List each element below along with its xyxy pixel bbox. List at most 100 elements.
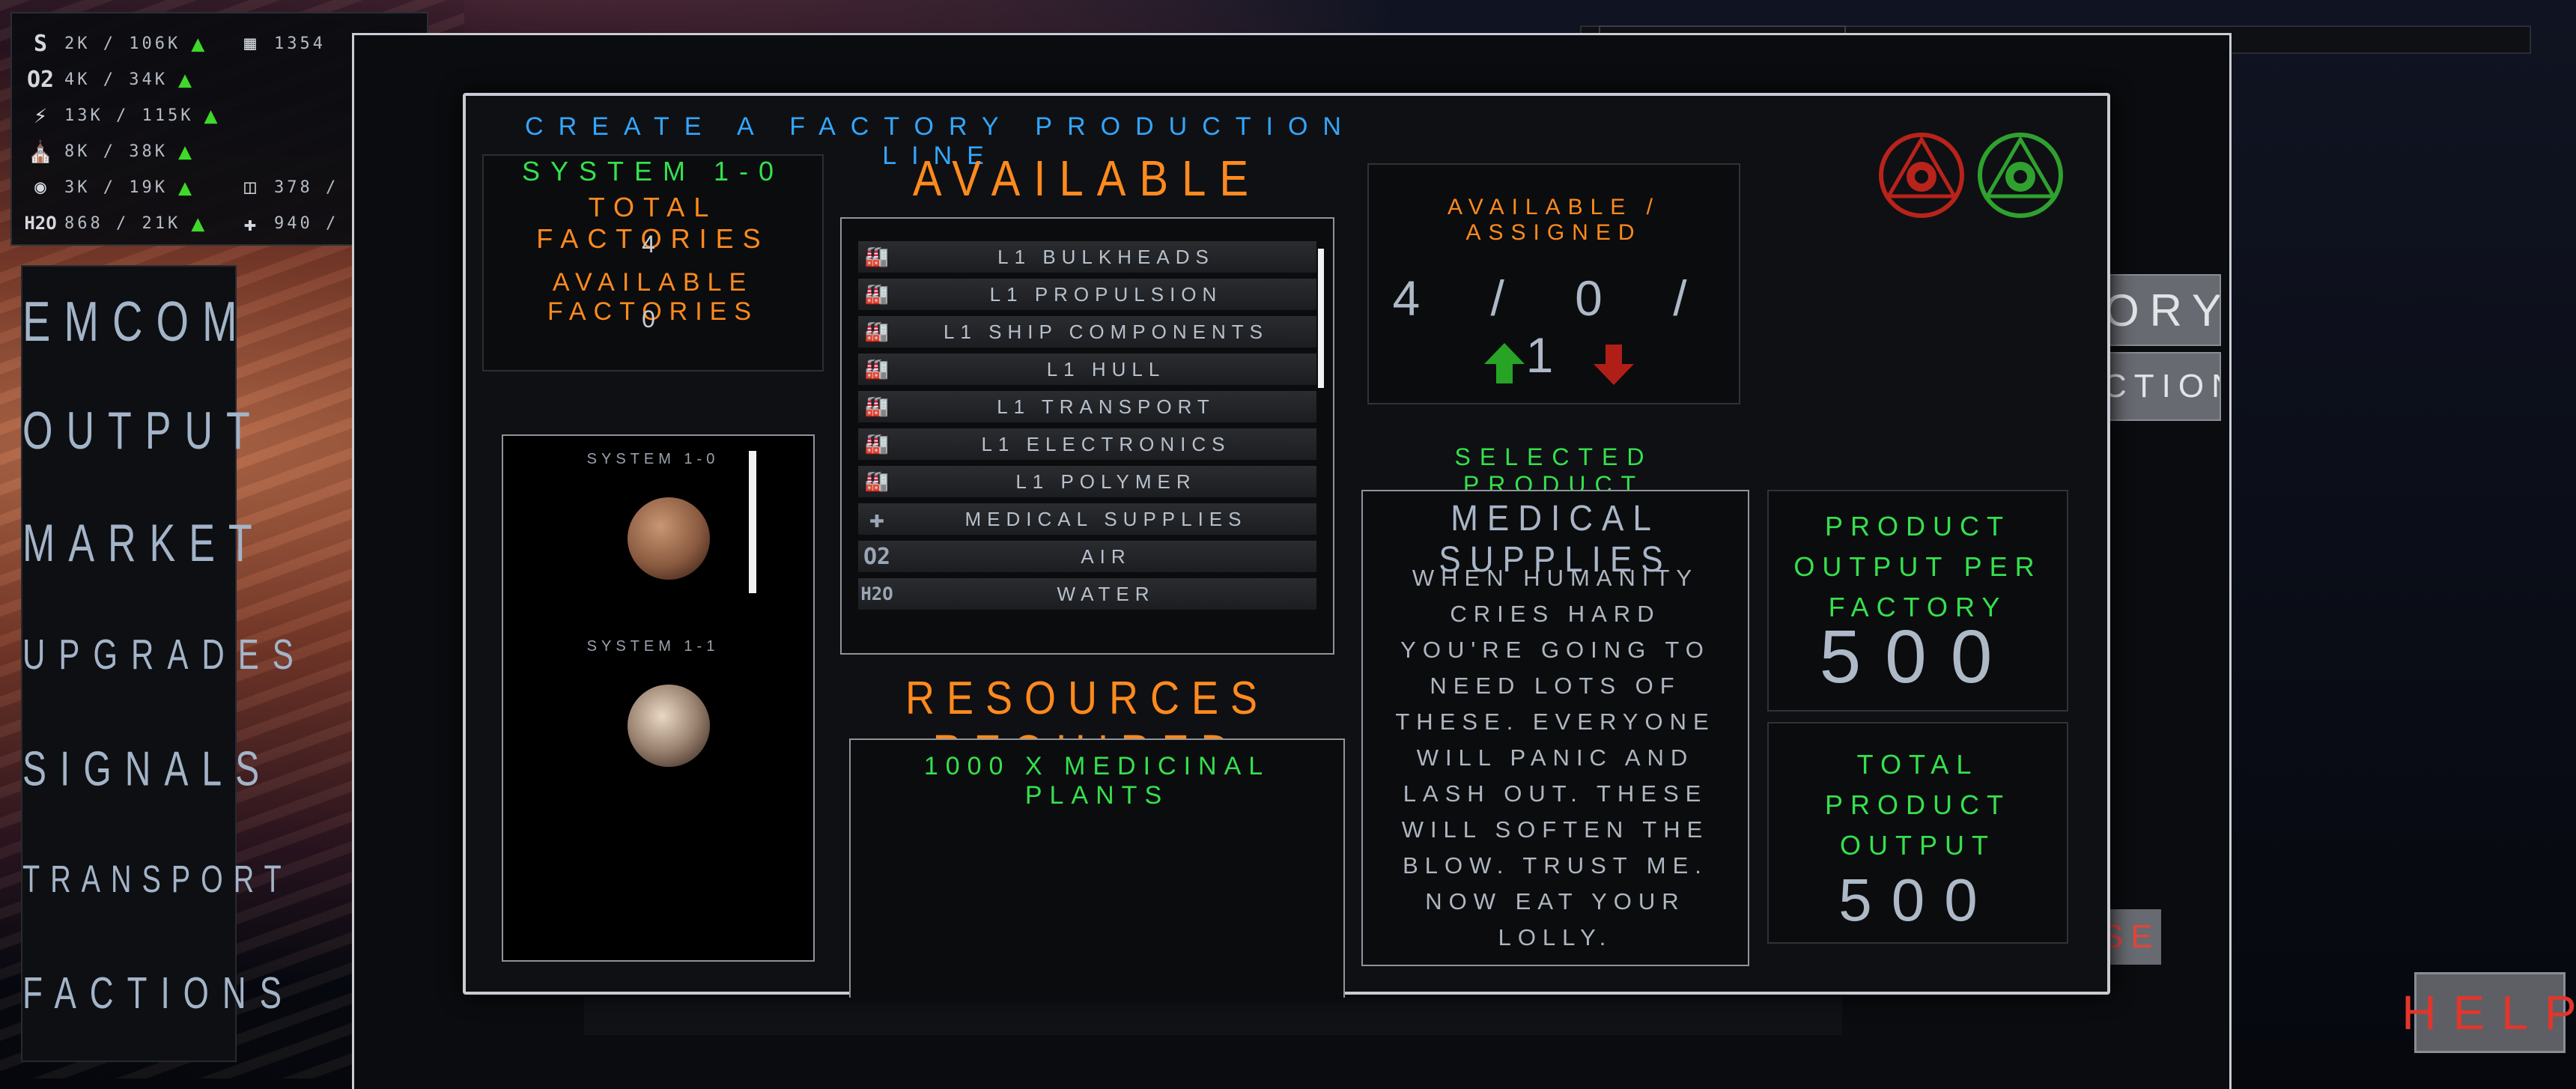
create-production-line-dialog: CREATE A FACTORY PRODUCTION LINE SYSTEM … [463, 93, 2110, 998]
menu-item-signals[interactable]: SIGNALS [22, 742, 273, 797]
arrow-up-icon: ▲ [177, 66, 195, 93]
product-name: L1 POLYMER [1015, 470, 1197, 493]
system-item-label: SYSTEM 1-0 [586, 451, 720, 467]
factory-icon: 🏭 [864, 433, 890, 455]
resource-transport-value: 378 / [274, 178, 339, 197]
product-name: L1 ELECTRONICS [981, 432, 1231, 455]
product-item[interactable]: 🏭 L1 PROPULSION [858, 279, 1316, 312]
product-item[interactable]: 🏭 L1 POLYMER [858, 466, 1316, 499]
cancel-icon[interactable] [1877, 130, 1966, 220]
medical-cross-icon: ✚ [243, 210, 257, 236]
menu-item-market[interactable]: MARKET [22, 514, 266, 574]
dialog-title: CREATE A FACTORY PRODUCTION LINE [525, 112, 1356, 170]
assignment-value: 4 / 0 / 1 [1392, 270, 1716, 383]
product-name: L1 HULL [1046, 357, 1166, 380]
o2-icon: O2 [863, 543, 891, 570]
menu-item-emcom[interactable]: EMCOM [22, 288, 251, 354]
product-name: L1 BULKHEADS [997, 245, 1215, 268]
building-icon: ⛪ [27, 139, 54, 164]
planet-image [628, 497, 710, 580]
factory-assignment-panel: AVAILABLE / ASSIGNED 4 / 0 / 1 [1367, 163, 1740, 404]
product-list-scrollbar[interactable] [1318, 249, 1324, 388]
arrow-up-icon: ▲ [204, 102, 221, 129]
resource-materials: ⛪ 8K / 38K ▲ [27, 136, 195, 166]
factory-icon: 🏭 [864, 358, 890, 380]
assignment-label: AVAILABLE / ASSIGNED [1448, 195, 1660, 245]
system-info-panel: SYSTEM 1-0 TOTAL FACTORIES 4 AVAILABLE F… [482, 154, 824, 371]
resource-food-value: 3K / 19K [64, 178, 168, 197]
menu-item-upgrades[interactable]: UPGRADES [22, 630, 307, 679]
total-factories-value: 4 [642, 231, 664, 258]
product-item[interactable]: O2 AIR [858, 541, 1316, 574]
total-output-label: TOTAL PRODUCT OUTPUT [1825, 749, 2011, 861]
selected-product-name: MEDICAL SUPPLIES [1439, 498, 1672, 580]
factory-icon: 🏭 [864, 321, 890, 343]
resource-medical: ✚ 940 / [237, 208, 338, 238]
factory-icon: 🏭 [864, 246, 890, 268]
resource-requirement: 1000 X MEDICINAL PLANTS [923, 752, 1271, 810]
system-item-label: SYSTEM 1-1 [586, 638, 720, 655]
product-name: L1 PROPULSION [989, 282, 1223, 306]
output-per-factory-panel: PRODUCT OUTPUT PER FACTORY 500 [1767, 490, 2068, 712]
o2-icon: O2 [26, 66, 55, 93]
production-tab-button[interactable]: CTION [2097, 352, 2221, 421]
product-name: MEDICAL SUPPLIES [965, 507, 1248, 530]
resource-credits: S 2K / 106K ▲ [27, 28, 207, 58]
lightning-icon: ⚡ [33, 102, 48, 129]
product-item[interactable]: 🏭 L1 TRANSPORT [858, 391, 1316, 424]
product-item[interactable]: 🏭 L1 SHIP COMPONENTS [858, 316, 1316, 349]
resource-water-value: 868 / 21K [64, 213, 181, 233]
credits-icon: S [33, 30, 48, 57]
product-list: 🏭 L1 BULKHEADS 🏭 L1 PROPULSION 🏭 L1 SHIP… [840, 217, 1334, 655]
resource-medical-value: 940 / [274, 213, 339, 233]
resource-population: ▦ 1354 [237, 28, 326, 58]
main-menu: EMCOM OUTPUT MARKET UPGRADES SIGNALS TRA… [21, 265, 307, 1062]
decrease-arrow-icon[interactable] [1592, 343, 1635, 386]
window-footer-strip [584, 996, 1842, 1035]
resource-credits-value: 2K / 106K [64, 34, 181, 53]
resource-population-value: 1354 [274, 34, 326, 53]
resource-oxygen: O2 4K / 34K ▲ [27, 64, 195, 94]
total-output-value: 500 [1838, 867, 1997, 933]
factory-icon: 🏭 [864, 470, 890, 493]
food-icon: ◉ [34, 176, 46, 198]
resource-energy: ⚡ 13K / 115K ▲ [27, 100, 221, 130]
menu-item-factions[interactable]: FACTIONS [22, 968, 296, 1019]
factory-icon: 🏭 [864, 395, 890, 418]
h2o-icon: H2O [24, 213, 57, 234]
factory-tab-button[interactable]: ORY [2097, 274, 2221, 346]
help-button[interactable]: HELP [2402, 972, 2576, 1053]
product-item[interactable]: 🏭 L1 BULKHEADS [858, 241, 1316, 274]
increase-arrow-icon[interactable] [1483, 342, 1526, 385]
total-output-panel: TOTAL PRODUCT OUTPUT 500 [1767, 722, 2068, 944]
resource-food: ◉ 3K / 19K ▲ [27, 172, 195, 202]
arrow-up-icon: ▲ [191, 210, 208, 237]
resource-materials-value: 8K / 38K [64, 142, 168, 161]
system-item[interactable]: SYSTEM 1-1 [503, 623, 803, 810]
resources-required-list: 1000 X MEDICINAL PLANTS [849, 738, 1345, 998]
output-per-factory-value: 500 [1819, 615, 2017, 699]
available-factories-label: AVAILABLE FACTORIES [547, 268, 759, 326]
confirm-icon[interactable] [1975, 130, 2065, 220]
system-list: SYSTEM 1-0 SYSTEM 1-1 [502, 434, 815, 962]
menu-item-output[interactable]: OUTPUT [22, 401, 264, 461]
planet-image [628, 685, 710, 767]
resource-transport: ◫ 378 / [237, 172, 338, 202]
product-item[interactable]: H2O WATER [858, 578, 1316, 611]
selected-product-panel: MEDICAL SUPPLIES WHEN HUMANITY CRIES HAR… [1361, 490, 1749, 966]
system-list-scrollbar[interactable] [749, 451, 756, 593]
vehicle-icon: ◫ [244, 176, 256, 198]
factory-icon: 🏭 [864, 283, 890, 306]
product-item[interactable]: 🏭 L1 HULL [858, 354, 1316, 386]
product-item[interactable]: ✚ MEDICAL SUPPLIES [858, 503, 1316, 536]
h2o-icon: H2O [860, 583, 893, 604]
arrow-up-icon: ▲ [177, 138, 195, 165]
selected-product-description: WHEN HUMANITY CRIES HARD YOU'RE GOING TO… [1395, 565, 1716, 950]
resource-energy-value: 13K / 115K [64, 106, 194, 125]
total-factories-label: TOTAL FACTORIES [536, 192, 770, 254]
product-item[interactable]: 🏭 L1 ELECTRONICS [858, 428, 1316, 461]
menu-item-transport[interactable]: TRANSPORT [22, 858, 292, 902]
system-item[interactable]: SYSTEM 1-0 [503, 436, 714, 695]
product-name: L1 SHIP COMPONENTS [944, 320, 1269, 343]
product-name: AIR [1081, 544, 1131, 568]
